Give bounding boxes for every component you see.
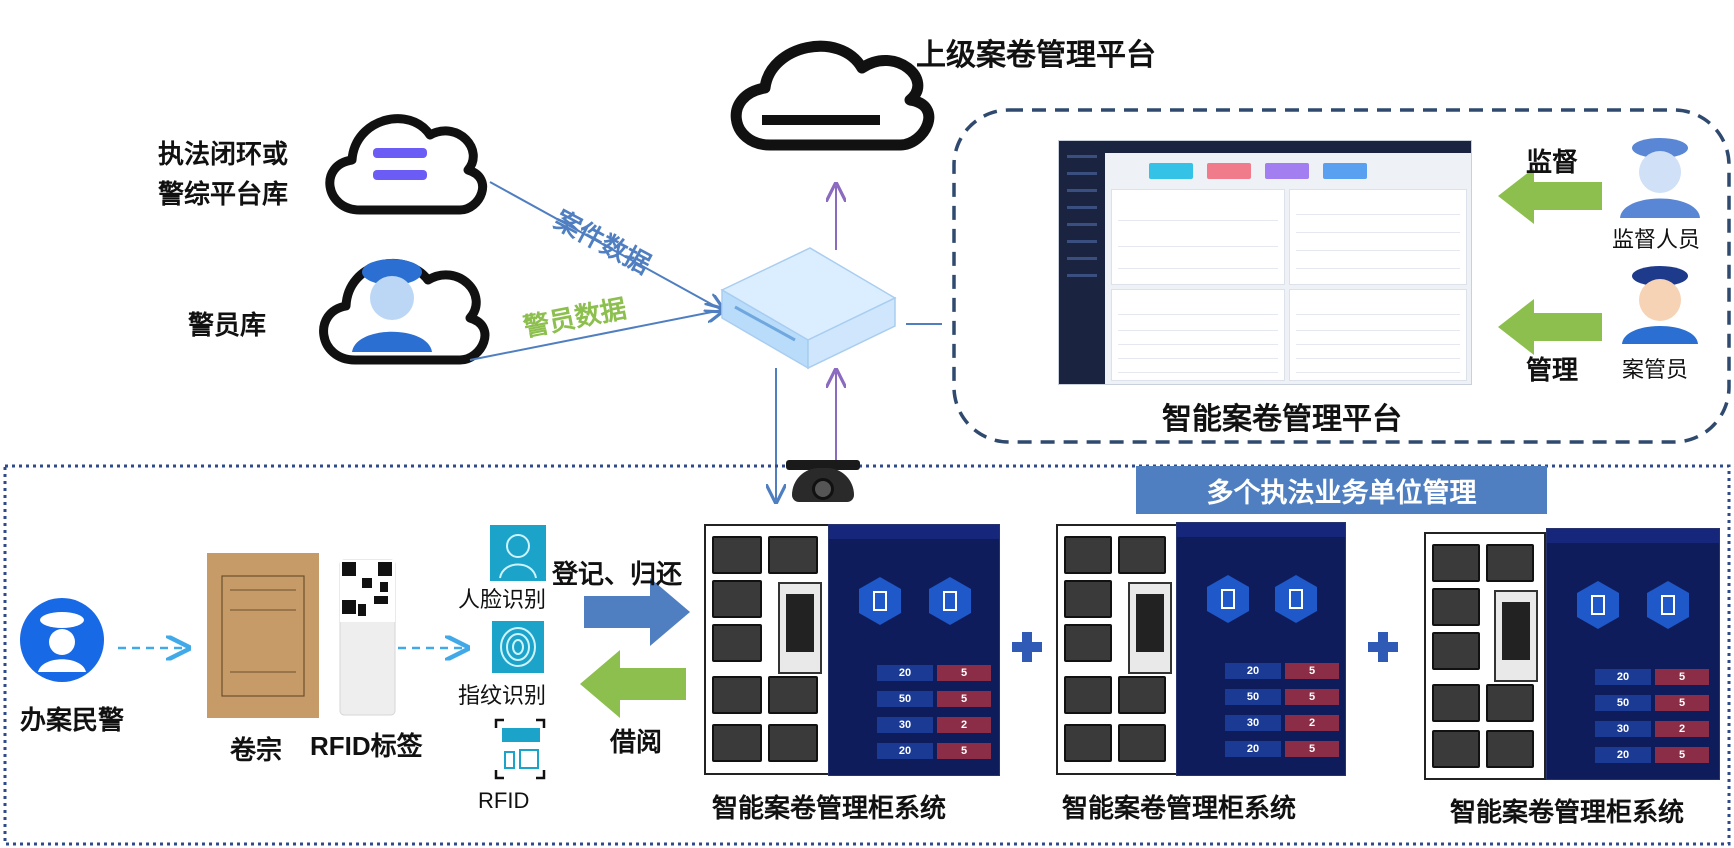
rfid-tag-label: RFID标签 [310, 731, 423, 761]
dashboard-tab-2 [1207, 163, 1251, 179]
officer-label: 办案民警 [20, 705, 125, 735]
supervise-label: 监督 [1526, 147, 1579, 177]
manage-label: 管理 [1526, 355, 1579, 385]
edge-police-data [469, 310, 722, 361]
dashboard-tab-3 [1265, 163, 1309, 179]
screen3-r3b: 2 [1655, 721, 1709, 737]
officer-icon [20, 598, 104, 682]
case-file-label: 卷宗 [230, 735, 283, 765]
cabinet-label-1: 智能案卷管理柜系统 [712, 793, 947, 823]
screen1-r3a: 30 [877, 717, 933, 733]
network-switch-icon [720, 247, 897, 370]
screen3-r2a: 50 [1595, 695, 1651, 711]
screen3-r1b: 5 [1655, 669, 1709, 685]
rfid-label: RFID [478, 788, 530, 813]
clerk-label: 案管员 [1622, 357, 1689, 382]
screen2-r1b: 5 [1285, 663, 1339, 679]
clerk-icon [1622, 266, 1698, 344]
db-bar-2 [373, 170, 427, 180]
platform-frame [952, 108, 1731, 444]
screen3-r4a: 20 [1595, 747, 1651, 763]
manage-arrow [1498, 299, 1602, 355]
screen2-r3a: 30 [1225, 715, 1281, 731]
cabinet-terminal-2 [1128, 582, 1172, 674]
cloud-db-icon [325, 114, 488, 215]
edge-case-data [489, 181, 722, 310]
register-return-label: 登记、归还 [552, 559, 683, 589]
dashboard-sidebar [1059, 141, 1105, 384]
screen1-r4b: 5 [937, 743, 991, 759]
plus-icon-1 [1012, 632, 1042, 662]
police-head [370, 276, 414, 320]
rfid-tag-icon [339, 559, 396, 716]
camera-base [786, 460, 860, 470]
rfid-reader-icon [494, 718, 546, 780]
db-cloud-label-line1: 执法闭环或 [158, 139, 289, 169]
screen1-r1b: 5 [937, 665, 991, 681]
dashboard-panel-2 [1289, 189, 1467, 285]
screen2-r2a: 50 [1225, 689, 1281, 705]
platform-dashboard-screenshot [1058, 140, 1472, 385]
screen3-r4b: 5 [1655, 747, 1709, 763]
screen2-r1a: 20 [1225, 663, 1281, 679]
db-cloud-label-line2: 警综平台库 [158, 179, 289, 209]
borrow-arrow [580, 650, 686, 718]
police-cap [362, 259, 422, 285]
screen1-r1a: 20 [877, 665, 933, 681]
dome-camera-icon [792, 468, 854, 502]
platform-title: 智能案卷管理平台 [1162, 403, 1402, 436]
screen1-r2b: 5 [937, 691, 991, 707]
cloud-main-icon [730, 40, 935, 151]
cabinet-unit-3 [1424, 532, 1546, 780]
borrow-label: 借阅 [610, 727, 663, 757]
cabinet-label-2: 智能案卷管理柜系统 [1062, 793, 1297, 823]
screen3-r3a: 30 [1595, 721, 1651, 737]
cabinet-unit-1 [704, 524, 832, 775]
supervise-arrow [1498, 168, 1602, 224]
cabinet-terminal-1 [778, 582, 822, 674]
cabinet-terminal-3 [1494, 590, 1538, 682]
dashboard-panel-1 [1111, 189, 1285, 285]
dashboard-panel-4 [1289, 289, 1467, 381]
fingerprint-label: 指纹识别 [458, 683, 547, 708]
screen1-r2a: 50 [877, 691, 933, 707]
screen2-r2b: 5 [1285, 689, 1339, 705]
supervisor-icon [1620, 138, 1700, 218]
cabinet-label-3: 智能案卷管理柜系统 [1450, 797, 1685, 827]
units-frame [3, 464, 1731, 846]
screen2-r3b: 2 [1285, 715, 1339, 731]
case-file-icon [207, 553, 319, 718]
plus-icon-2 [1368, 632, 1398, 662]
db-bar-1 [373, 148, 427, 158]
upper-platform-label: 上级案卷管理平台 [916, 39, 1156, 72]
screen3-r1a: 20 [1595, 669, 1651, 685]
dashboard-tab-1 [1149, 163, 1193, 179]
police-body [352, 331, 432, 352]
dashboard-topbar [1105, 141, 1471, 153]
register-arrow [584, 578, 690, 646]
face-id-icon [490, 525, 546, 581]
cabinet-unit-2 [1056, 524, 1180, 775]
screen2-r4a: 20 [1225, 741, 1281, 757]
dashboard-panel-3 [1111, 289, 1285, 381]
supervisor-label: 监督人员 [1612, 227, 1701, 252]
screen2-r4b: 5 [1285, 741, 1339, 757]
police-cloud-label: 警员库 [188, 310, 267, 340]
screen1-r4a: 20 [877, 743, 933, 759]
face-id-label: 人脸识别 [458, 587, 547, 612]
screen1-r3b: 2 [937, 717, 991, 733]
dashboard-tab-4 [1323, 163, 1367, 179]
multi-unit-banner: 多个执法业务单位管理 [1136, 466, 1547, 514]
fingerprint-icon [492, 621, 544, 673]
screen3-r2b: 5 [1655, 695, 1709, 711]
